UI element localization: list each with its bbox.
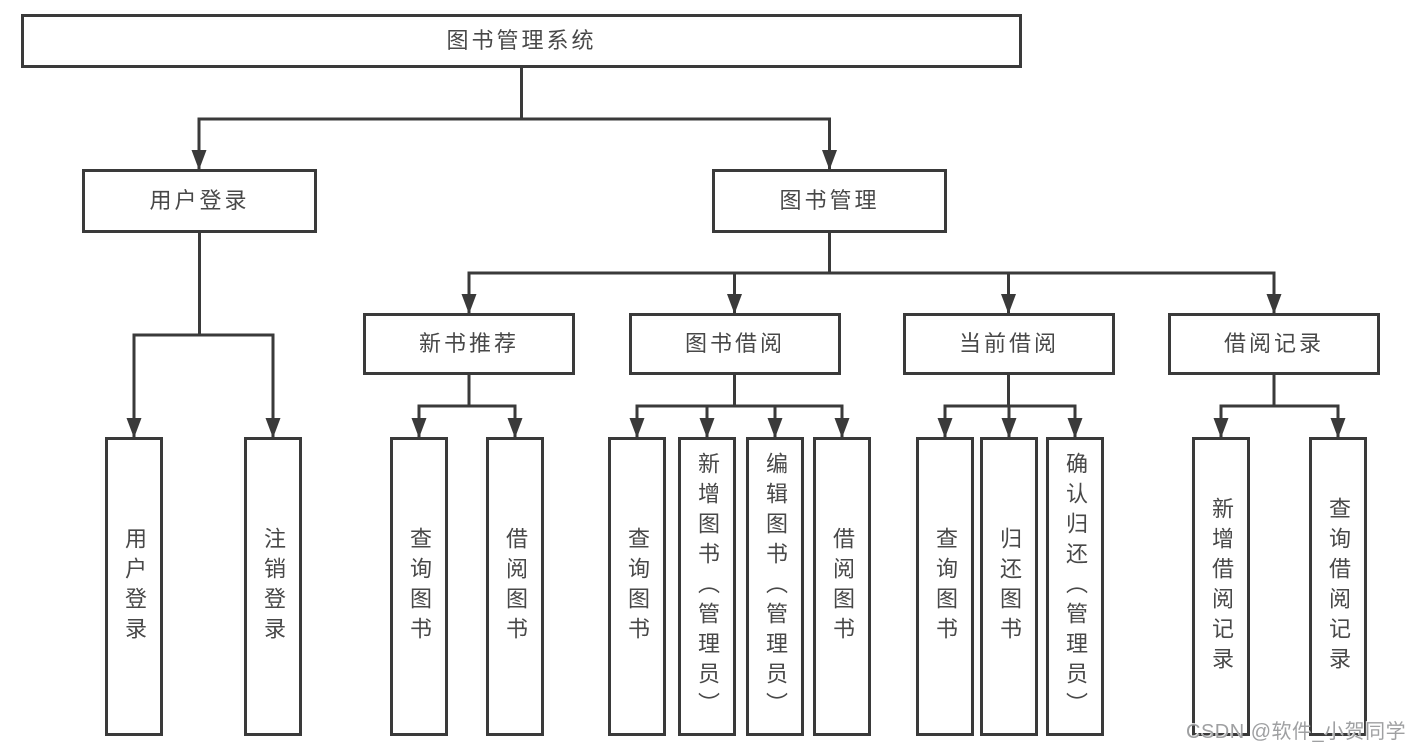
leaf-query-borrow-record: 查询借阅记录 bbox=[1309, 437, 1367, 736]
leaf-logout: 注销登录 bbox=[244, 437, 302, 736]
leaf-edit-books-admin: 编辑图书（管理员） bbox=[746, 437, 804, 736]
leaf-borrow-books: 借阅图书 bbox=[813, 437, 871, 736]
leaf-return-books: 归还图书 bbox=[980, 437, 1038, 736]
node-new-book-recommend: 新书推荐 bbox=[363, 313, 575, 375]
node-book-management: 图书管理 bbox=[712, 169, 947, 233]
leaf-query-books-borrowing: 查询图书 bbox=[608, 437, 666, 736]
csdn-watermark: CSDN @软件_小贺同学 bbox=[1186, 721, 1405, 743]
leaf-user-login: 用户登录 bbox=[105, 437, 163, 736]
leaf-query-books-recommend: 查询图书 bbox=[390, 437, 448, 736]
node-root-library-system: 图书管理系统 bbox=[21, 14, 1022, 68]
leaf-borrow-books-recommend: 借阅图书 bbox=[486, 437, 544, 736]
node-user-login: 用户登录 bbox=[82, 169, 317, 233]
leaf-confirm-return-admin: 确认归还（管理员） bbox=[1046, 437, 1104, 736]
leaf-add-borrow-record: 新增借阅记录 bbox=[1192, 437, 1250, 736]
leaf-query-books-current: 查询图书 bbox=[916, 437, 974, 736]
node-borrowing-records: 借阅记录 bbox=[1168, 313, 1380, 375]
leaf-add-books-admin: 新增图书（管理员） bbox=[678, 437, 736, 736]
node-current-borrowing: 当前借阅 bbox=[903, 313, 1115, 375]
node-book-borrowing: 图书借阅 bbox=[629, 313, 841, 375]
